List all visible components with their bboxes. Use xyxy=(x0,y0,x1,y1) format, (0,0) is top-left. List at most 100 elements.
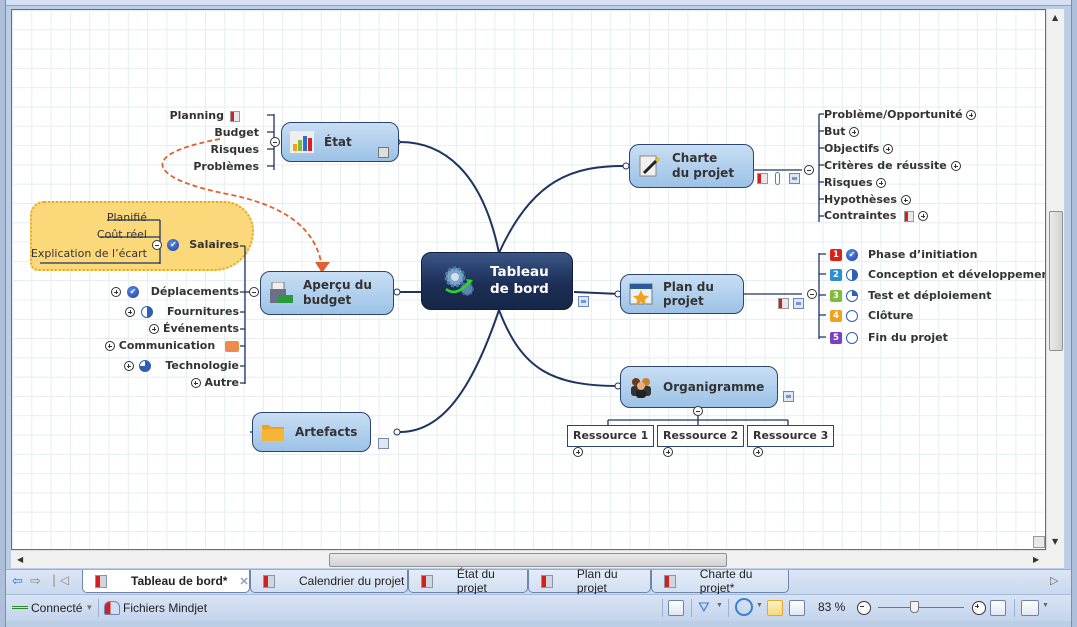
expand-resource-2-button[interactable] xyxy=(663,447,673,457)
task-three-quarter-icon[interactable] xyxy=(139,360,152,372)
fit-map-button[interactable] xyxy=(990,600,1006,616)
mindjet-files-button[interactable]: Fichiers Mindjet xyxy=(104,595,207,620)
etat-child-budget[interactable]: Budget xyxy=(214,126,259,139)
forward-arrow-icon[interactable]: ⇨ xyxy=(30,574,41,589)
resource-3[interactable]: Ressource 3 xyxy=(747,425,835,447)
plan-child-1[interactable]: 1✔Phase d’initiation xyxy=(830,248,977,261)
edit-icon[interactable] xyxy=(378,438,389,449)
horizontal-scroll-thumb[interactable] xyxy=(329,553,727,567)
expand-icon[interactable] xyxy=(111,287,122,297)
charte-child-criteres[interactable]: Critères de réussite xyxy=(824,159,961,172)
note-icon[interactable] xyxy=(783,391,794,402)
spreadsheet-icon[interactable] xyxy=(378,147,389,158)
etat-child-risques[interactable]: Risques xyxy=(210,143,259,156)
scroll-up-arrow[interactable]: ▲ xyxy=(1052,13,1059,22)
salaires-child-planifie[interactable]: Planifié xyxy=(106,211,147,224)
zoom-slider-thumb[interactable] xyxy=(910,601,919,613)
back-arrow-icon[interactable]: ⇦ xyxy=(12,574,23,589)
charte-child-contraintes[interactable]: Contraintes xyxy=(824,209,929,222)
charte-child-hypotheses[interactable]: Hypothèses xyxy=(824,193,911,206)
central-topic[interactable]: Tableau de bord xyxy=(421,252,573,310)
scroll-down-arrow[interactable]: ▼ xyxy=(1052,537,1059,546)
collapse-plan-button[interactable] xyxy=(807,289,817,299)
task-complete-icon[interactable]: ✔ xyxy=(846,249,858,261)
document-icon[interactable] xyxy=(230,110,240,122)
task-progress-icon[interactable] xyxy=(846,332,858,344)
vertical-scrollbar[interactable]: ▲ ▼ xyxy=(1033,9,1064,550)
zoom-slider-track[interactable] xyxy=(878,607,964,608)
smiley-icon[interactable] xyxy=(225,340,239,352)
tab-4[interactable]: Plan du projet xyxy=(528,567,651,595)
topic-apercu-budget[interactable]: Aperçu du budget xyxy=(260,271,394,315)
expand-icon[interactable] xyxy=(125,307,136,317)
tab-1[interactable]: Tableau de bord*✕ xyxy=(82,570,250,593)
charte-child-probleme[interactable]: Problème/Opportunité xyxy=(824,108,977,121)
insert-topic-icon[interactable] xyxy=(735,598,753,616)
chevron-down-icon[interactable]: ▼ xyxy=(716,602,723,609)
etat-child-planning[interactable]: Planning xyxy=(170,109,240,122)
topic-artefacts[interactable]: Artefacts xyxy=(252,412,371,452)
close-tab-icon[interactable]: ✕ xyxy=(239,575,249,588)
collapse-organigramme-button[interactable] xyxy=(693,406,703,416)
salaires-child-cout-reel[interactable]: Coût réel xyxy=(96,228,147,241)
expand-icon[interactable] xyxy=(849,127,860,137)
outline-view-button[interactable] xyxy=(668,600,684,616)
connection-status[interactable]: Connecté ▼ xyxy=(12,595,93,620)
task-complete-icon[interactable]: ✔ xyxy=(126,286,139,298)
priority-4-icon[interactable]: 4 xyxy=(830,310,842,322)
collapse-charte-button[interactable] xyxy=(804,165,814,175)
document-icon[interactable] xyxy=(778,298,789,309)
task-progress-icon[interactable] xyxy=(846,269,858,281)
collapse-apercu-button[interactable] xyxy=(249,287,259,297)
expand-icon[interactable] xyxy=(149,324,160,334)
boundary-highlight[interactable] xyxy=(30,201,254,271)
task-half-icon[interactable] xyxy=(141,306,154,318)
apercu-child-fournitures[interactable]: Fournitures xyxy=(125,305,239,318)
expand-resource-1-button[interactable] xyxy=(573,447,583,457)
priority-5-icon[interactable]: 5 xyxy=(830,332,842,344)
note-icon[interactable] xyxy=(793,298,804,309)
expand-icon[interactable] xyxy=(918,211,929,221)
expand-icon[interactable] xyxy=(950,161,961,171)
chevron-down-icon[interactable]: ▼ xyxy=(756,602,763,609)
topic-organigramme[interactable]: Organigramme xyxy=(620,366,778,408)
task-progress-icon[interactable] xyxy=(846,290,858,302)
resource-1[interactable]: Ressource 1 xyxy=(567,425,655,447)
apercu-child-deplacements[interactable]: ✔ Déplacements xyxy=(111,285,239,298)
tab-scroll-right-icon[interactable]: ▷ xyxy=(1050,574,1059,587)
navigator-toggle-icon[interactable] xyxy=(1033,536,1045,548)
tab-3[interactable]: État du projet xyxy=(408,567,528,595)
tab-5[interactable]: Charte du projet* xyxy=(651,567,789,595)
note-icon[interactable] xyxy=(789,173,800,184)
map-layout-button[interactable] xyxy=(767,600,783,616)
charte-child-risques[interactable]: Risques xyxy=(824,176,887,189)
salaires-child-explication[interactable]: Explication de l’écart xyxy=(30,247,147,260)
horizontal-scrollbar[interactable]: ◀ ▶ xyxy=(11,550,1046,568)
resource-2[interactable]: Ressource 2 xyxy=(657,425,745,447)
expand-icon[interactable] xyxy=(123,361,134,371)
apercu-child-autre[interactable]: Autre xyxy=(190,376,239,389)
topic-plan[interactable]: Plan du projet xyxy=(620,274,744,314)
document-icon[interactable] xyxy=(757,173,768,184)
expand-icon[interactable] xyxy=(966,110,977,120)
list-layout-button[interactable] xyxy=(789,600,805,616)
scroll-right-arrow[interactable]: ▶ xyxy=(1033,555,1040,564)
attachment-icon[interactable] xyxy=(775,172,780,185)
tab-2[interactable]: Calendrier du projet xyxy=(250,570,408,593)
task-complete-icon[interactable]: ✔ xyxy=(167,239,180,251)
note-icon[interactable] xyxy=(578,296,589,307)
apercu-child-communication[interactable]: Communication xyxy=(104,339,239,352)
apercu-child-evenements[interactable]: Événements xyxy=(149,322,239,335)
task-progress-icon[interactable] xyxy=(846,310,858,322)
expand-icon[interactable] xyxy=(883,144,894,154)
expand-icon[interactable] xyxy=(876,178,887,188)
etat-child-problemes[interactable]: Problèmes xyxy=(193,160,259,173)
chevron-down-icon[interactable]: ▼ xyxy=(1042,602,1049,609)
map-canvas[interactable]: Tableau de bord État Planning Budget Ris… xyxy=(11,9,1046,550)
collapse-salaires-button[interactable] xyxy=(151,240,162,250)
priority-1-icon[interactable]: 1 xyxy=(830,249,842,261)
